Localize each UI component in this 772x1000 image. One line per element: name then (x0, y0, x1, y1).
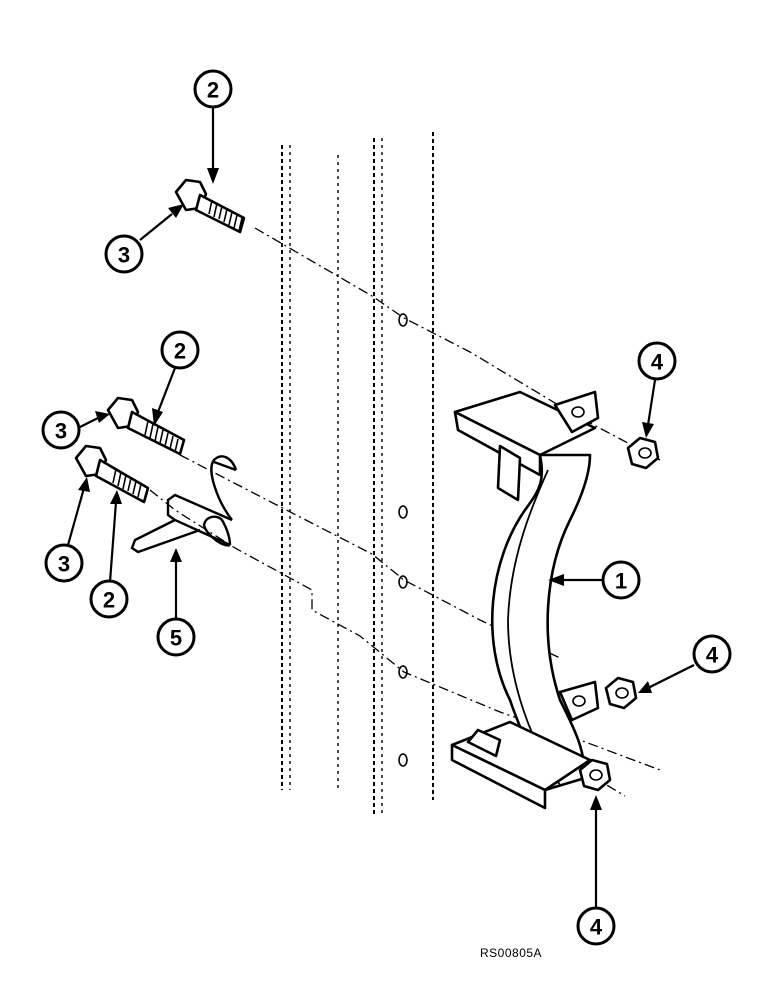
svg-text:1: 1 (615, 569, 627, 594)
svg-text:3: 3 (58, 552, 70, 577)
callout-4-bottom: 4 (576, 906, 616, 946)
callout-1: 1 (601, 560, 641, 600)
frame-rails (281, 132, 434, 815)
svg-text:4: 4 (590, 915, 603, 940)
bolt-middle (106, 396, 186, 456)
callout-2-top: 2 (193, 69, 233, 109)
svg-text:2: 2 (103, 588, 115, 613)
leader-lines (66, 108, 695, 908)
svg-text:3: 3 (55, 419, 67, 444)
drawing-code-label: RS00805A (480, 946, 543, 960)
svg-text:2: 2 (207, 78, 219, 103)
svg-text:4: 4 (651, 350, 664, 375)
frame-holes (398, 313, 408, 767)
bolt-top (174, 178, 246, 234)
callout-2-mid: 2 (160, 330, 200, 370)
callout-4-mid: 4 (692, 634, 732, 674)
svg-text:3: 3 (118, 243, 130, 268)
bolt-lower (74, 444, 150, 504)
bracket-part-1 (450, 390, 600, 810)
callout-4-top: 4 (637, 341, 677, 381)
callout-3-top: 3 (104, 234, 144, 274)
wire-clip-part-5 (130, 455, 238, 554)
svg-text:2: 2 (174, 339, 186, 364)
svg-text:5: 5 (170, 626, 182, 651)
nut-top (626, 436, 660, 470)
callout-5: 5 (156, 617, 196, 657)
svg-text:4: 4 (706, 643, 719, 668)
callout-2-low: 2 (89, 579, 129, 619)
nut-middle (604, 676, 638, 710)
callout-3-mid: 3 (41, 410, 81, 450)
callout-3-low: 3 (44, 543, 84, 583)
nut-bottom (578, 758, 612, 792)
